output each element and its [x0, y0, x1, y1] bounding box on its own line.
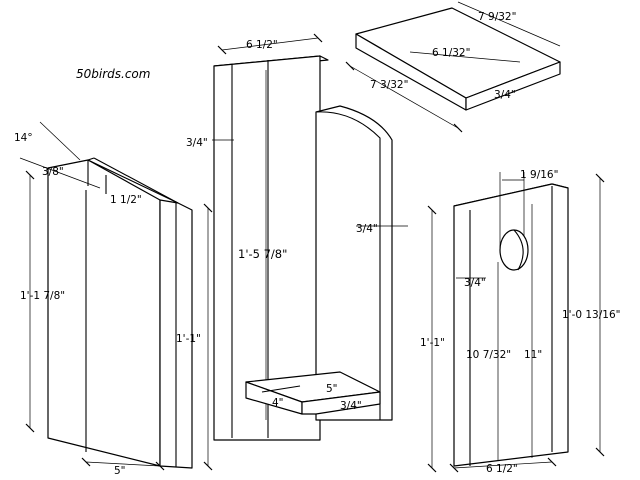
roof-thickness-label: 3/4"	[494, 89, 516, 101]
roof-length-label: 7 9/32"	[478, 11, 516, 23]
inner-panel: 3/4"	[315, 105, 408, 421]
side-panel: 14° 3/8" 1 1/2" 1'-1 7/8" 1'-1" 5"	[14, 121, 213, 477]
front-thickness-label: 3/4"	[464, 277, 486, 289]
back-width-label: 6 1/2"	[246, 39, 278, 51]
roof-depth-label: 6 1/32"	[432, 47, 470, 59]
side-offset-label: 3/8"	[42, 166, 64, 178]
side-step-label: 1 1/2"	[110, 194, 142, 206]
side-width-label: 5"	[114, 465, 126, 477]
front-panel-face	[453, 183, 569, 467]
back-panel-face	[213, 55, 321, 441]
side-front-height-label: 1'-1"	[176, 333, 201, 345]
roof-panel: 7 9/32" 6 1/32" 7 3/32" 3/4"	[345, 1, 561, 133]
side-back-height-label: 1'-1 7/8"	[20, 290, 65, 302]
floor-thickness-label: 3/4"	[340, 400, 362, 412]
side-panel-face	[47, 159, 161, 467]
back-panel: 6 1/2" 3/4" 1'-5 7/8"	[186, 33, 329, 441]
roof-side-label: 7 3/32"	[370, 79, 408, 91]
floor-side	[301, 391, 381, 415]
floor-panel: 4" 5" 3/4"	[245, 371, 381, 415]
inner-thickness-label: 3/4"	[356, 223, 378, 235]
side-angle-label: 14°	[14, 132, 33, 144]
floor-width-label: 5"	[326, 383, 338, 395]
inner-panel-face	[315, 105, 393, 421]
front-hole-height-label: 10 7/32"	[466, 349, 511, 361]
back-thickness-label: 3/4"	[186, 137, 208, 149]
roof-side	[465, 61, 561, 111]
site-label: 50birds.com	[76, 67, 150, 81]
front-panel: 1 9/16" 3/4" 1'-1" 10 7/32" 11" 1'-0 13/…	[420, 169, 620, 475]
front-width-label: 6 1/2"	[486, 463, 518, 475]
front-overall-height-label: 1'-1"	[420, 337, 445, 349]
front-inner-height-label: 11"	[524, 349, 542, 361]
back-height-label: 1'-5 7/8"	[238, 247, 287, 261]
floor-depth-label: 4"	[272, 397, 284, 409]
front-right-height-label: 1'-0 13/16"	[562, 309, 620, 321]
front-hole-offset-label: 1 9/16"	[520, 169, 558, 181]
